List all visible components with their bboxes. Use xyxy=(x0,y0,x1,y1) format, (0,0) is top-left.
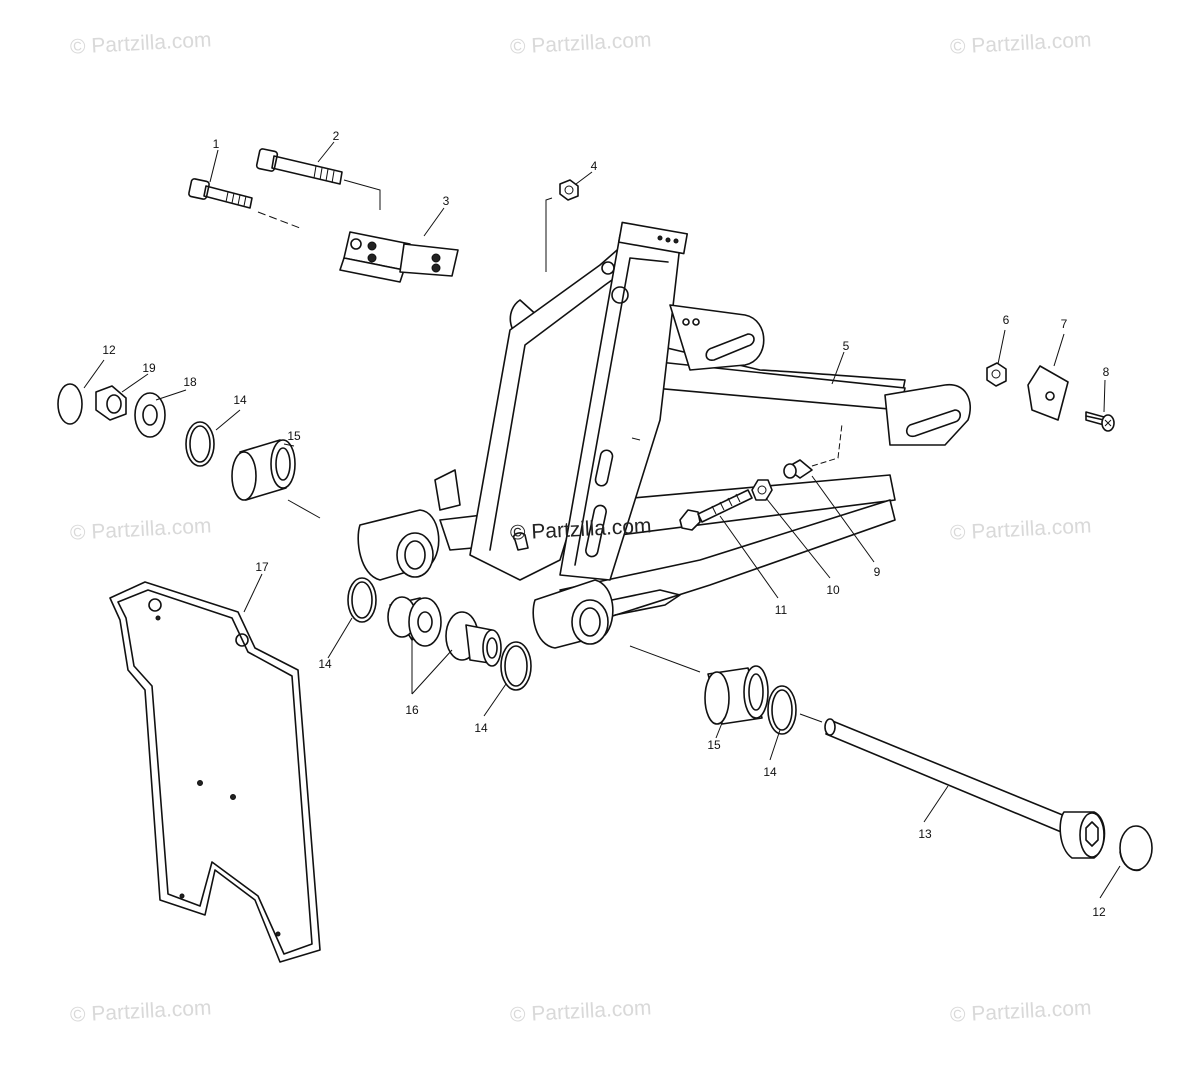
skid-plate-17 xyxy=(109,581,321,963)
callout-2: 2 xyxy=(333,129,340,143)
callout-15-bottom: 15 xyxy=(707,738,721,752)
o-ring-14-left xyxy=(185,421,215,467)
screw-8 xyxy=(1085,411,1115,432)
flanged-bushing-16 xyxy=(387,596,502,667)
nut-10 xyxy=(751,479,773,501)
o-ring-14-center-left xyxy=(347,577,377,623)
callout-7: 7 xyxy=(1061,317,1068,331)
clamp-bracket-3 xyxy=(339,231,459,283)
callout-4: 4 xyxy=(591,159,598,173)
swing-arm-frame-5 xyxy=(357,221,971,649)
nut-4 xyxy=(545,179,579,272)
o-ring-14-right xyxy=(767,685,823,735)
callout-9: 9 xyxy=(874,565,881,579)
nut-6 xyxy=(986,362,1007,387)
callout-6: 6 xyxy=(1003,313,1010,327)
callout-15-top: 15 xyxy=(287,429,301,443)
callout-12-bottom: 12 xyxy=(1092,905,1106,919)
callout-14-left: 14 xyxy=(318,657,332,671)
callout-1: 1 xyxy=(213,137,220,151)
callout-8: 8 xyxy=(1103,365,1110,379)
washer-18 xyxy=(134,392,166,438)
callout-3: 3 xyxy=(443,194,450,208)
bolt-11 xyxy=(679,489,753,531)
end-cap-12-right xyxy=(1119,825,1153,872)
callout-16: 16 xyxy=(405,703,419,717)
bolt-2 xyxy=(255,148,381,210)
callout-11: 11 xyxy=(775,603,788,617)
bolt-1 xyxy=(188,178,301,229)
callout-14-center: 14 xyxy=(474,721,488,735)
nut-19 xyxy=(95,385,127,421)
leader-lines xyxy=(83,141,1121,899)
callout-labels: 1 2 3 4 5 6 7 8 9 10 11 12 13 14 15 16 1… xyxy=(102,129,1110,919)
bushing-15-left xyxy=(231,439,321,519)
spacer-9 xyxy=(783,423,843,479)
callout-18: 18 xyxy=(183,375,197,389)
callout-14-top: 14 xyxy=(233,393,247,407)
callout-19: 19 xyxy=(142,361,156,375)
callout-5: 5 xyxy=(843,339,850,353)
bushing-15-right xyxy=(629,645,769,725)
o-ring-14-center-right xyxy=(500,641,532,691)
end-cap-12-left xyxy=(57,383,83,425)
callout-13: 13 xyxy=(918,827,932,841)
callout-12-top: 12 xyxy=(102,343,116,357)
callout-10: 10 xyxy=(826,583,840,597)
callout-14-right: 14 xyxy=(763,765,777,779)
clip-7 xyxy=(1027,365,1069,421)
callout-17: 17 xyxy=(255,560,269,574)
pivot-shaft-13 xyxy=(824,718,1106,859)
